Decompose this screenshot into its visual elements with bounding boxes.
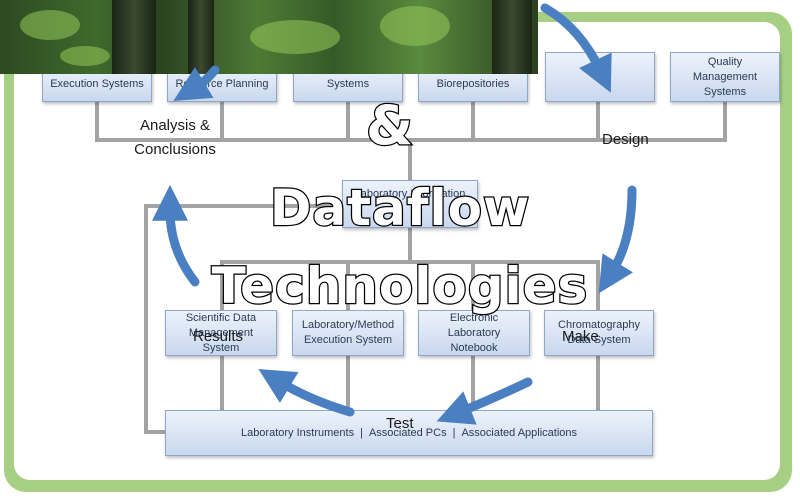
- label-design: Design: [602, 131, 649, 148]
- cds-box: Chromatography Data System: [544, 310, 654, 356]
- tree-trunk: [188, 0, 214, 74]
- label-make: Make: [562, 328, 599, 345]
- foliage-photo: [0, 0, 538, 74]
- title-line2: Technologies: [210, 256, 589, 317]
- box-label: Biorepositories: [436, 77, 510, 90]
- label-test: Test: [386, 415, 414, 432]
- tree-trunk: [492, 0, 532, 74]
- box-part: Associated Applications: [461, 426, 578, 439]
- box-label: Scientific Data Management System: [185, 311, 257, 354]
- foliage-patch: [250, 20, 340, 54]
- box-label: Chromatography Data System: [558, 319, 640, 346]
- box-label: Execution Systems: [50, 77, 144, 90]
- lems-box: Laboratory/Method Execution System: [292, 310, 404, 356]
- foliage-patch: [380, 6, 450, 46]
- title-line1: Dataflow: [269, 178, 531, 239]
- box-label: Systems: [326, 77, 370, 90]
- tree-trunk: [112, 0, 156, 74]
- box-label: Electronic Laboratory Notebook: [447, 311, 501, 354]
- box-label: Quality Management Systems: [692, 55, 758, 98]
- separator: |: [360, 426, 363, 439]
- sdms-box: Scientific Data Management System: [165, 310, 277, 356]
- lims-box: Laboratory Information: [342, 180, 478, 228]
- eln-box: Electronic Laboratory Notebook: [418, 310, 530, 356]
- box-part: Associated PCs: [368, 426, 447, 439]
- foliage-patch: [60, 46, 110, 66]
- box-part: Laboratory Instruments: [240, 426, 355, 439]
- box-label: Laboratory Information: [354, 188, 466, 200]
- label-results: Results: [193, 328, 244, 345]
- title-ampersand: &: [365, 94, 415, 157]
- separator: |: [452, 426, 456, 439]
- label-analysis-conclusions: Analysis & Conclusions: [134, 117, 216, 158]
- foliage-patch: [20, 10, 80, 40]
- instruments-box: Laboratory Instruments| Associated PCs| …: [165, 410, 653, 456]
- quality-management-box: Quality Management Systems: [670, 52, 780, 102]
- box-label: Laboratory/Method Execution System: [301, 319, 395, 346]
